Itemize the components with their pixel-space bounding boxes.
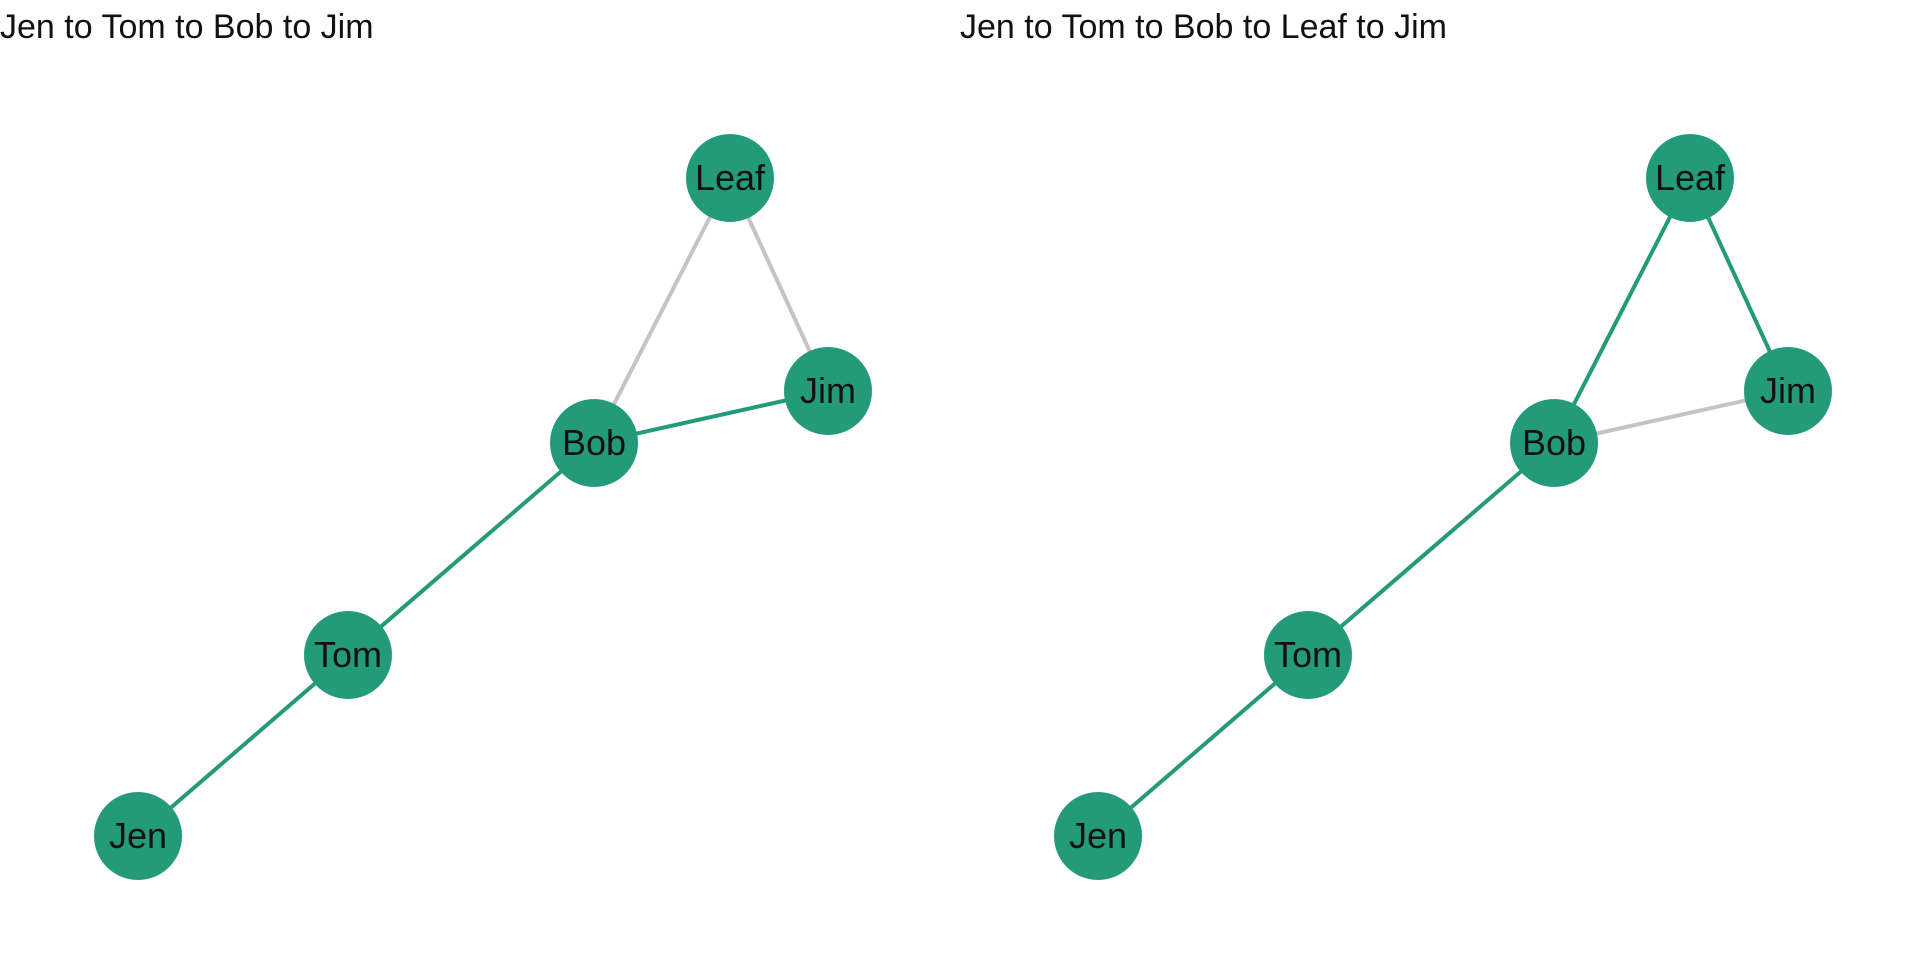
edge-bob-leaf bbox=[1552, 177, 1692, 444]
node-jen: Jen bbox=[1054, 792, 1142, 880]
node-jim: Jim bbox=[784, 347, 872, 435]
node-circle bbox=[1510, 399, 1598, 487]
node-leaf: Leaf bbox=[686, 134, 774, 222]
edge-jen-tom bbox=[1096, 653, 1310, 838]
graph-panel-right: Jen to Tom to Bob to Leaf to Jim Jen Tom B… bbox=[960, 0, 1920, 960]
node-jim: Jim bbox=[1744, 347, 1832, 435]
node-label: Tom bbox=[314, 634, 382, 675]
node-circle bbox=[1744, 347, 1832, 435]
edge-tom-bob bbox=[1306, 441, 1556, 657]
nodes: Jen Tom Bob Jim Leaf bbox=[94, 134, 872, 880]
node-label: Jim bbox=[800, 370, 856, 411]
graph-panel-left: Jen to Tom to Bob to Jim Jen Tom Bob Jim Lea… bbox=[0, 8, 872, 880]
panel-title: Jen to Tom to Bob to Leaf to Jim bbox=[960, 8, 1447, 46]
node-leaf: Leaf bbox=[1646, 134, 1734, 222]
node-label: Leaf bbox=[1655, 157, 1726, 198]
node-label: Tom bbox=[1274, 634, 1342, 675]
edges bbox=[136, 177, 830, 838]
node-label: Jen bbox=[1069, 815, 1127, 856]
node-circle bbox=[784, 347, 872, 435]
node-bob: Bob bbox=[1510, 399, 1598, 487]
network-graph: Jen Tom Bob Jim Leaf bbox=[94, 134, 872, 880]
node-bob: Bob bbox=[550, 399, 638, 487]
edges bbox=[1096, 177, 1790, 838]
edge-jen-tom bbox=[136, 653, 350, 838]
node-label: Jen bbox=[109, 815, 167, 856]
nodes: Jen Tom Bob Jim Leaf bbox=[1054, 134, 1832, 880]
network-graph: Jen Tom Bob Jim Leaf bbox=[1054, 134, 1832, 880]
node-circle bbox=[1264, 611, 1352, 699]
node-tom: Tom bbox=[304, 611, 392, 699]
node-circle bbox=[1646, 134, 1734, 222]
node-circle bbox=[94, 792, 182, 880]
node-jen: Jen bbox=[94, 792, 182, 880]
node-circle bbox=[304, 611, 392, 699]
edge-bob-leaf bbox=[592, 177, 732, 444]
node-label: Bob bbox=[562, 422, 626, 463]
node-circle bbox=[686, 134, 774, 222]
node-label: Bob bbox=[1522, 422, 1586, 463]
node-tom: Tom bbox=[1264, 611, 1352, 699]
node-label: Jim bbox=[1760, 370, 1816, 411]
node-circle bbox=[550, 399, 638, 487]
node-circle bbox=[1054, 792, 1142, 880]
node-label: Leaf bbox=[695, 157, 766, 198]
panel-title: Jen to Tom to Bob to Jim bbox=[0, 8, 374, 46]
edge-tom-bob bbox=[346, 441, 596, 657]
